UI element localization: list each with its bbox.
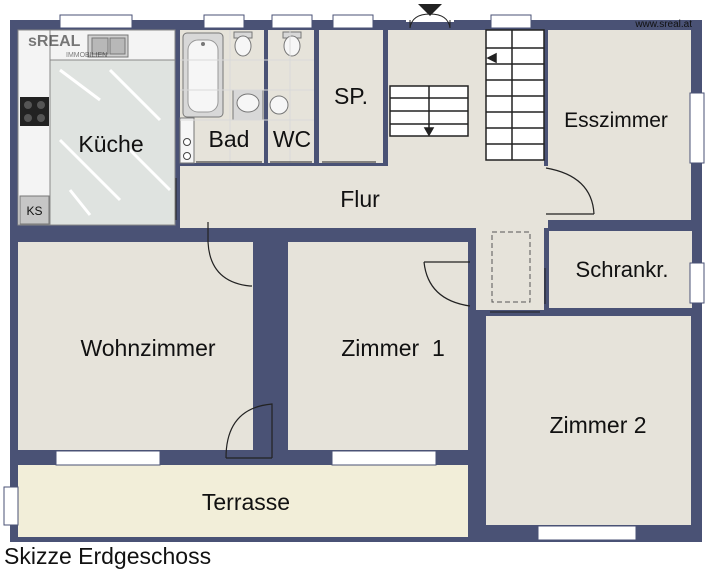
logo-subtext: IMMOBILIEN: [66, 52, 107, 59]
flur-lower-floor: [476, 225, 544, 310]
window-top-sp: [332, 14, 374, 29]
wc-toilet-icon: [282, 31, 302, 57]
window-zimmer1: [331, 450, 437, 466]
bathtub-icon: [182, 32, 224, 118]
label-zimmer1: Zimmer 1: [341, 335, 445, 361]
toilet-icon: [233, 31, 253, 57]
wc-washbasin-icon: [269, 95, 289, 115]
window-right-schrank: [689, 262, 705, 304]
window-top-kueche: [59, 14, 133, 29]
window-right-esszimmer: [689, 92, 705, 164]
closet-outline: [491, 231, 531, 303]
speis-floor: [319, 30, 383, 163]
esszimmer-floor: [548, 30, 691, 220]
stove-icon: [20, 97, 49, 126]
label-flur: Flur: [340, 186, 380, 212]
window-top-bad: [203, 14, 245, 29]
door-wohnzimmer-terrasse: [225, 403, 273, 459]
watermark: www.sreal.at: [634, 19, 692, 30]
flur-floor: [180, 166, 548, 228]
wohnzimmer-floor: [18, 242, 253, 450]
sink-icon: [87, 34, 129, 58]
washbasin-icon: [232, 89, 264, 121]
fridge-icon: KS: [19, 195, 50, 225]
logo: sREAL IMMOBILIEN: [28, 33, 107, 59]
label-speis: SP.: [334, 83, 368, 109]
entrance-arrow-icon: [406, 4, 454, 29]
label-terrasse: Terrasse: [202, 489, 290, 515]
door-flur-wohnzimmer: [207, 222, 252, 287]
logo-text: sREAL: [28, 33, 81, 50]
window-zimmer2: [537, 525, 637, 541]
window-left-terrasse: [3, 486, 19, 526]
door-flur-zimmer1: [423, 261, 471, 307]
label-bad: Bad: [209, 126, 250, 152]
staircase: [389, 29, 545, 161]
tile-grid: [180, 30, 314, 163]
door-flur-esszimmer: [545, 167, 595, 215]
window-wohnzimmer: [55, 450, 161, 466]
terrasse-floor: [18, 465, 468, 537]
doors: [207, 167, 595, 459]
windows: [3, 14, 705, 541]
zimmer1-floor: [288, 242, 468, 450]
kitchen-counters: [17, 29, 176, 226]
label-wohnzimmer: Wohnzimmer: [80, 335, 215, 361]
window-top-wc: [271, 14, 313, 29]
label-wc: WC: [273, 126, 311, 152]
label-zimmer2: Zimmer 2: [549, 412, 646, 438]
plan-caption: Skizze Erdgeschoss: [4, 543, 212, 569]
fridge-label: KS: [26, 204, 42, 218]
label-schrankraum: Schrankr.: [576, 257, 669, 282]
shower-tray-icon: [179, 117, 195, 164]
schrankraum-floor: [549, 231, 692, 308]
label-kueche: Küche: [78, 131, 143, 157]
zimmer2-floor: [486, 316, 691, 525]
window-top-stair: [490, 14, 532, 29]
door-ticks: [175, 161, 546, 313]
label-esszimmer: Esszimmer: [564, 109, 668, 132]
